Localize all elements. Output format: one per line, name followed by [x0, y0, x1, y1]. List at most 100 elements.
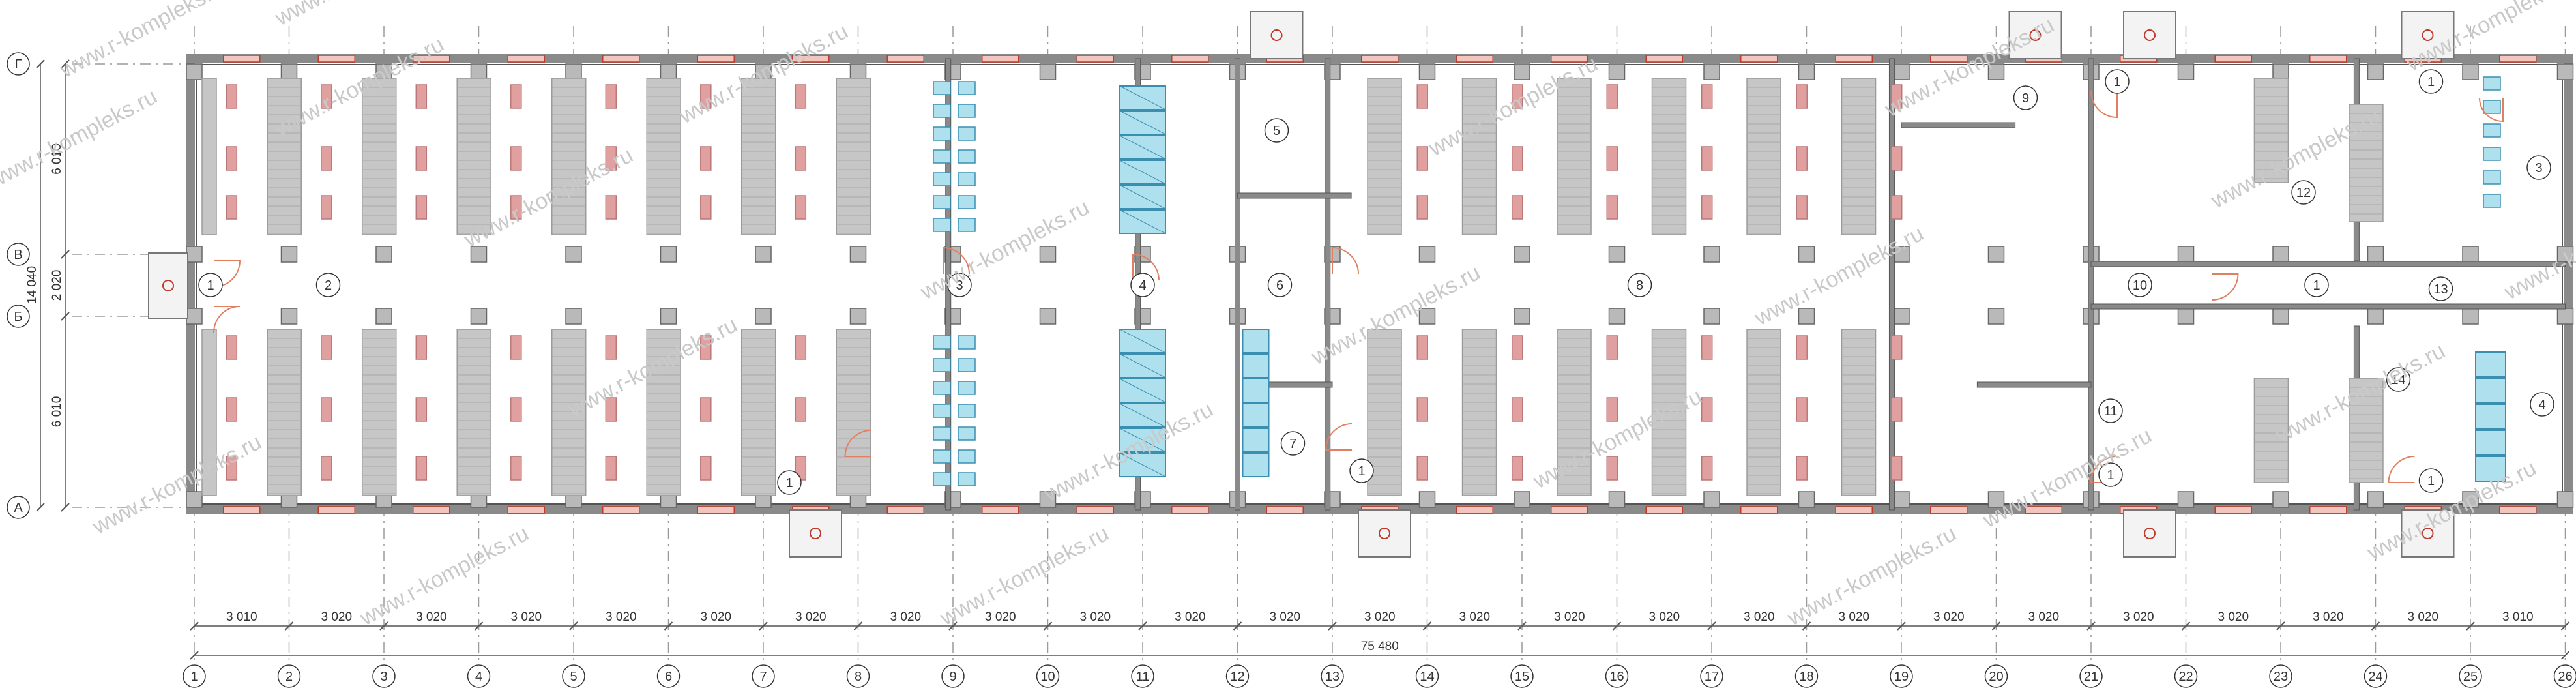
table [1607, 456, 1617, 480]
column [1420, 64, 1435, 80]
window-bottom [1646, 507, 1682, 513]
room-number: 1 [2113, 75, 2120, 89]
table [226, 196, 237, 219]
column [1514, 246, 1530, 262]
axis-number: 25 [2463, 670, 2478, 684]
watermark-text: www.r-kompleks.ru [271, 0, 448, 31]
shower-cabin [1243, 428, 1269, 452]
room-number: 1 [785, 476, 793, 490]
column [1989, 246, 2004, 262]
column [1514, 492, 1530, 507]
table [1892, 398, 1902, 421]
table [511, 147, 521, 170]
column [471, 64, 487, 80]
column [1514, 308, 1530, 324]
toilet [958, 359, 975, 372]
column [1609, 492, 1625, 507]
bunk-row [362, 78, 396, 235]
table [1512, 196, 1523, 219]
window-top [603, 55, 639, 62]
window-bottom [413, 507, 450, 513]
column [2463, 308, 2478, 324]
column [1989, 308, 2004, 324]
toilet [958, 218, 975, 231]
room-number: 2 [325, 278, 332, 293]
bunk-row [1842, 329, 1876, 496]
table [795, 398, 806, 421]
column [2558, 308, 2573, 324]
table [1796, 398, 1807, 421]
window-top [1456, 55, 1493, 62]
table [1796, 196, 1807, 219]
room-number: 12 [2296, 186, 2311, 200]
bunk-row [1368, 78, 1401, 235]
dim-span-label: 3 020 [2028, 610, 2059, 624]
axis-number: 26 [2558, 670, 2572, 684]
table [416, 85, 426, 108]
table [795, 336, 806, 359]
column [851, 308, 866, 324]
table [1512, 456, 1523, 480]
shower-cabin [1243, 404, 1269, 427]
toilet [958, 427, 975, 440]
axis-number: 15 [1515, 670, 1529, 684]
column [2178, 492, 2194, 507]
room-number: 1 [2427, 474, 2435, 488]
table [795, 85, 806, 108]
dim-span-label: 3 020 [1364, 610, 1396, 624]
table [511, 398, 521, 421]
column [186, 492, 202, 507]
toilet [2483, 147, 2500, 160]
dim-span-label: 3 020 [1079, 610, 1111, 624]
axis-number: 12 [1230, 670, 1244, 684]
axis-number: 2 [285, 670, 293, 684]
column [755, 246, 771, 262]
shower-cabin [1243, 354, 1269, 378]
column [2368, 308, 2384, 324]
column [1040, 308, 1056, 324]
table [511, 336, 521, 359]
table [1607, 196, 1617, 219]
axis-number: 22 [2178, 670, 2193, 684]
room-number: 11 [2104, 404, 2118, 419]
window-bottom [1456, 507, 1493, 513]
column [1799, 246, 1815, 262]
dim-span-label: 3 020 [1933, 610, 1965, 624]
table [1417, 456, 1427, 480]
column [376, 246, 392, 262]
bunk-row [457, 78, 491, 235]
dim-span-label: 3 020 [2217, 610, 2249, 624]
window-bottom [1931, 507, 1967, 513]
toilet [2483, 194, 2500, 207]
column [1704, 492, 1720, 507]
column [566, 308, 581, 324]
toilet [2483, 100, 2500, 113]
partition-wall-h [1977, 382, 2091, 387]
toilet [958, 404, 975, 417]
table [1796, 336, 1807, 359]
column [2558, 492, 2573, 507]
partition-wall [2088, 59, 2094, 510]
table [1417, 398, 1427, 421]
toilet [933, 104, 950, 117]
dim-span-label: 3 020 [1554, 610, 1585, 624]
dim-span-label: 3 010 [2502, 610, 2534, 624]
entrance-porch [1251, 12, 1303, 59]
column [851, 246, 866, 262]
window-bottom [508, 507, 544, 513]
column [376, 308, 392, 324]
column [282, 64, 297, 80]
toilet [958, 104, 975, 117]
column [1040, 64, 1056, 80]
axis-number: 9 [949, 670, 956, 684]
table [795, 147, 806, 170]
table [416, 147, 426, 170]
window-top [224, 55, 260, 62]
axis-number: 7 [759, 670, 767, 684]
table [321, 398, 332, 421]
table [1417, 336, 1427, 359]
window-bottom [2500, 507, 2536, 513]
room-number: 4 [2538, 398, 2545, 412]
toilet [958, 196, 975, 209]
bunk-row [267, 78, 301, 235]
